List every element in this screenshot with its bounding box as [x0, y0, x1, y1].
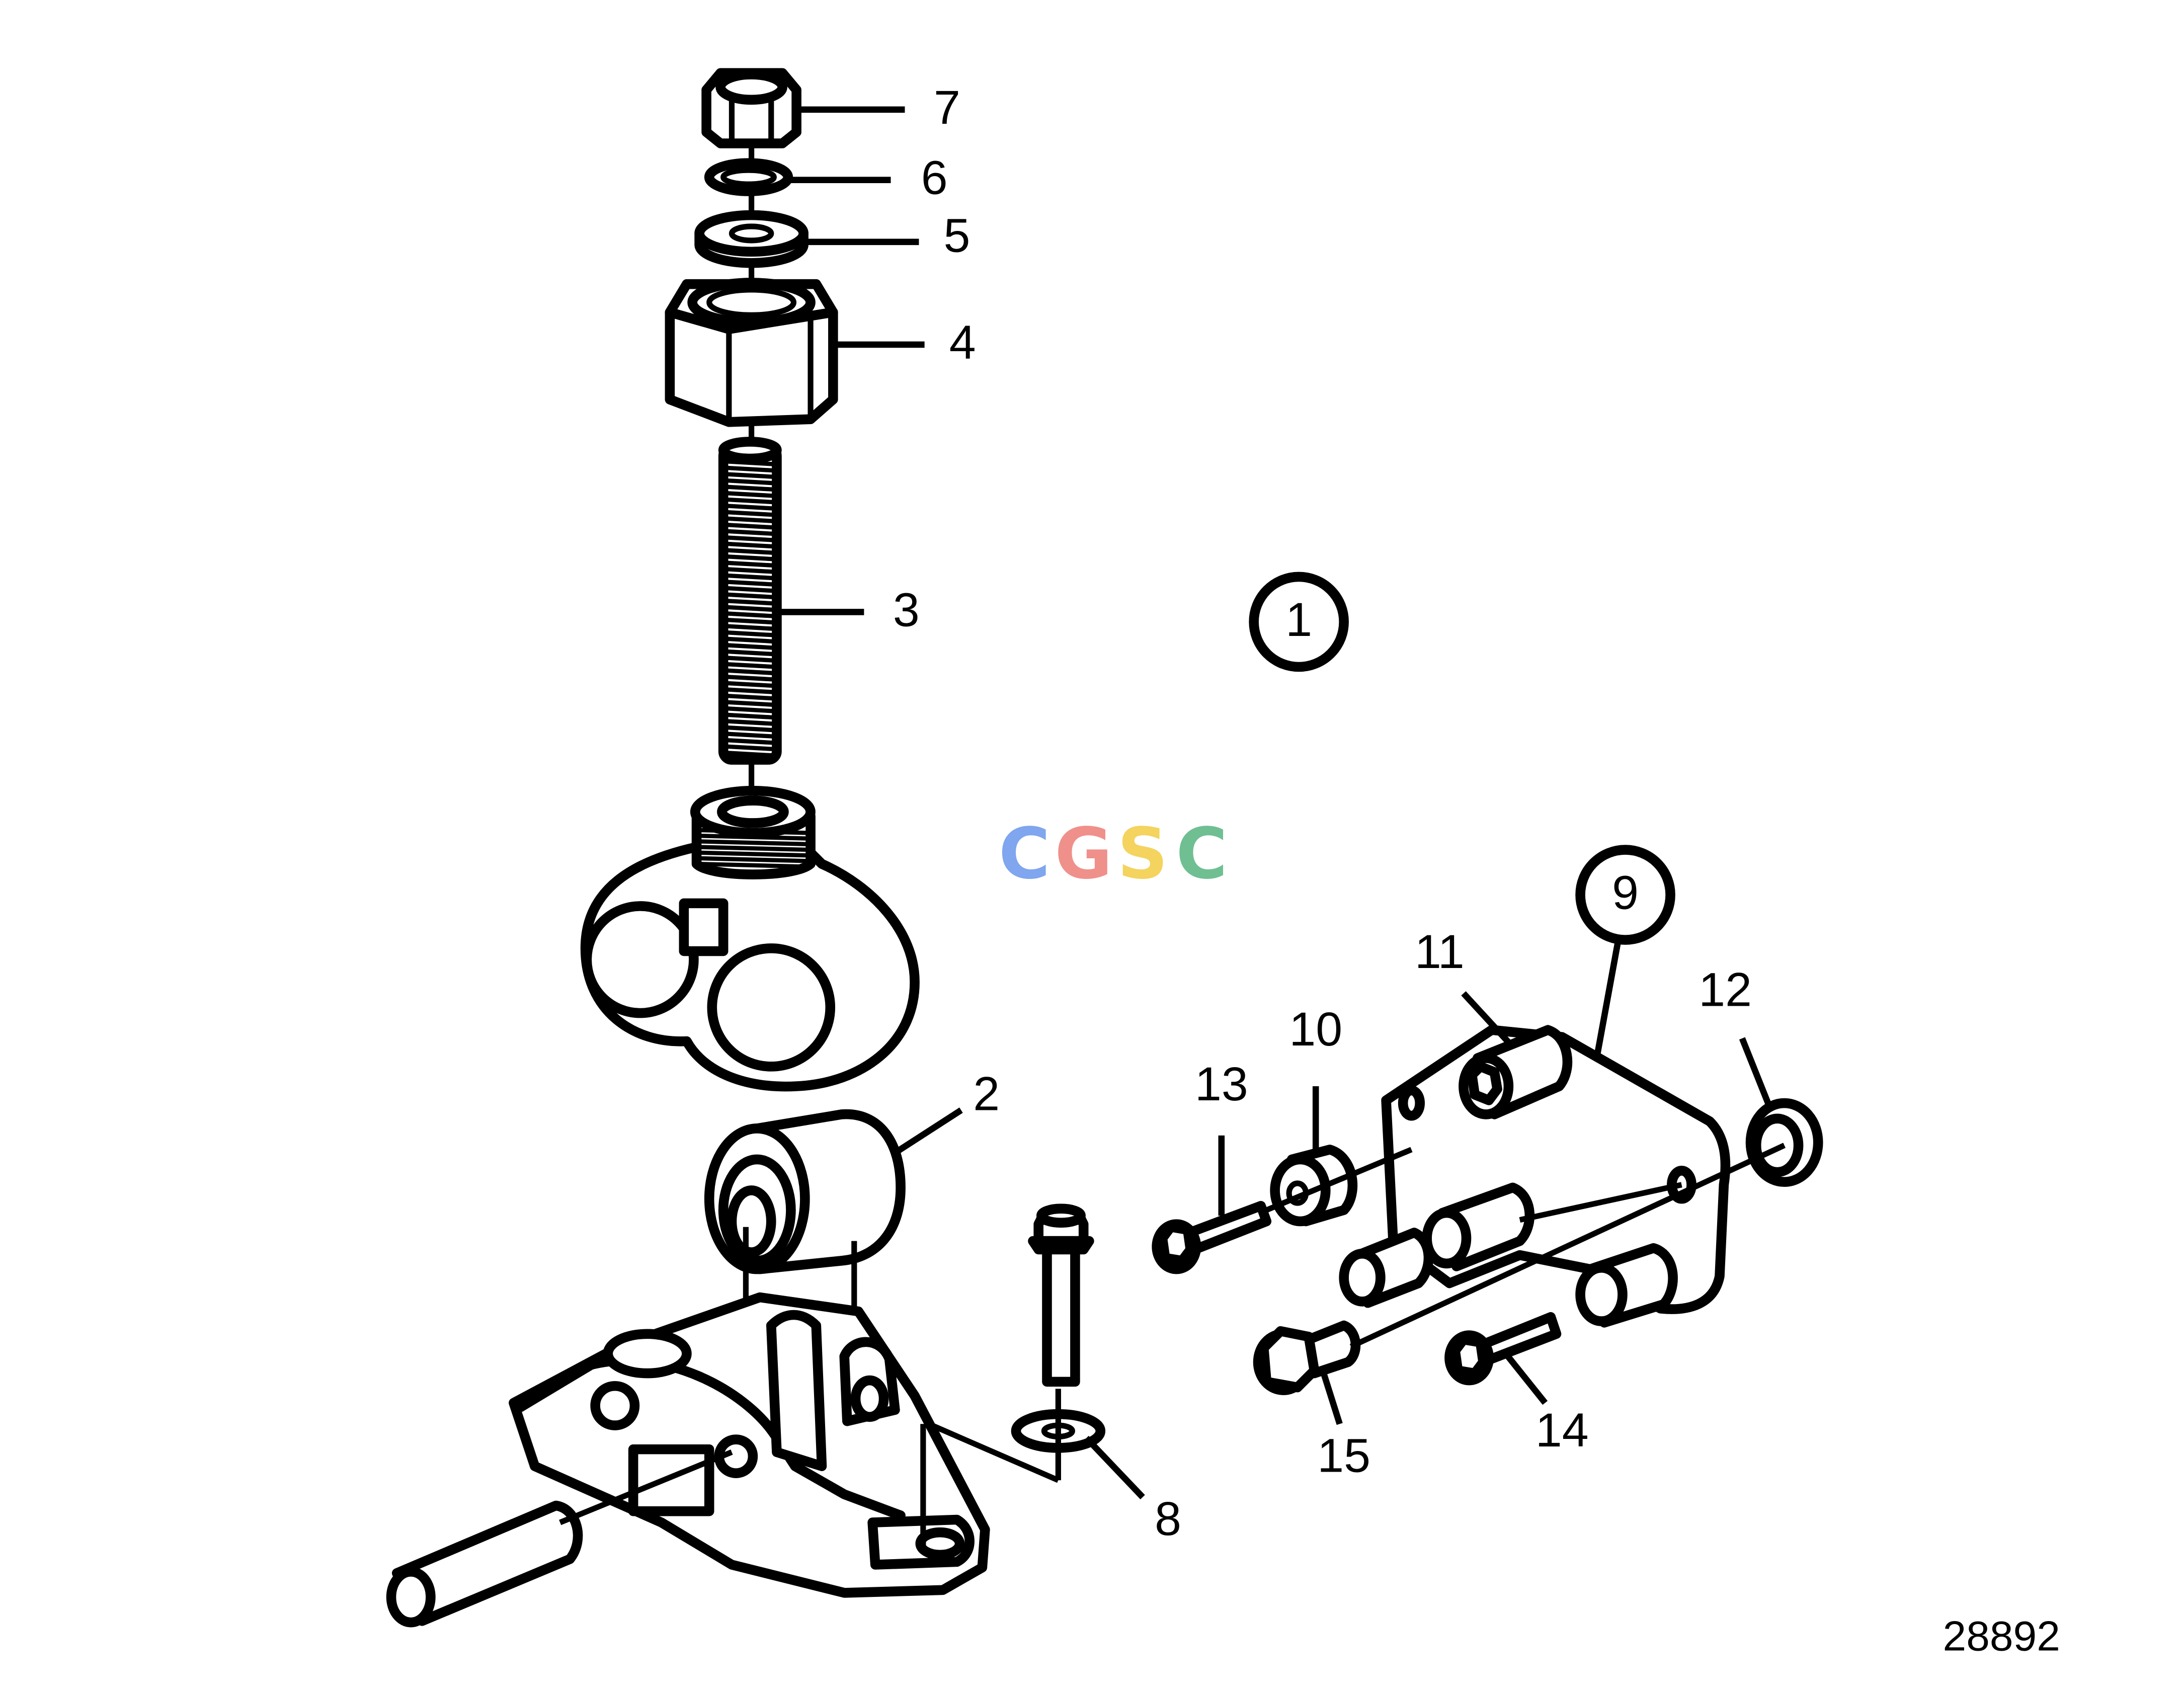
thread-line [724, 662, 776, 669]
watermark-letter: C [1176, 813, 1228, 895]
thread-line [724, 649, 776, 657]
thread-line [724, 605, 776, 612]
thread-line [724, 732, 776, 739]
thread-line [698, 856, 810, 863]
callout-12: 12 [1698, 963, 1752, 1017]
thread-line [724, 598, 776, 606]
flat-washer-5 [694, 210, 808, 268]
watermark-letter: G [1055, 813, 1112, 895]
thread-line [724, 744, 776, 752]
thread-line [724, 592, 776, 600]
thread-line [724, 693, 776, 701]
thread-line [724, 529, 776, 536]
thread-line [698, 861, 810, 869]
thread-line [698, 850, 810, 858]
callout-6: 6 [921, 151, 948, 205]
callout-10: 10 [1289, 1003, 1342, 1056]
callout-4: 4 [949, 316, 976, 369]
thread-line [724, 681, 776, 688]
thread-line [724, 472, 776, 479]
thread-line [724, 738, 776, 745]
thread-line [724, 586, 776, 593]
callout-13: 13 [1195, 1058, 1248, 1111]
bracket-sleeve-11 [1459, 1025, 1573, 1119]
thread-line [724, 700, 776, 707]
figure-number: 28892 [1943, 1612, 2060, 1659]
bolt-and-washer-8 [927, 1203, 1106, 1483]
thread-line [724, 706, 776, 713]
guide-line [1265, 1147, 1413, 1213]
callout-5: 5 [944, 209, 970, 262]
flange-screw-14 [1444, 1312, 1562, 1386]
callout-2: 2 [973, 1067, 1000, 1120]
thread-line [724, 674, 776, 682]
bracket-sleeve-lower [1339, 1182, 1678, 1328]
callout-9: 9 [1612, 866, 1639, 920]
guide-line [1519, 1182, 1682, 1223]
base-mount [509, 1292, 990, 1598]
thread-line [724, 459, 776, 466]
spring-washer-6 [704, 158, 793, 196]
thread-line [724, 630, 776, 637]
rubber-bushing-2 [704, 1109, 906, 1274]
callout-3: 3 [893, 583, 920, 636]
thread-line [724, 611, 776, 618]
thread-line [698, 833, 810, 841]
watermark-letter: C [999, 813, 1050, 895]
thread-line [724, 522, 776, 530]
callout-8: 8 [1155, 1492, 1181, 1546]
thread-line [724, 750, 776, 758]
thread-line [698, 839, 810, 847]
thread-line [724, 725, 776, 733]
thread-line [724, 687, 776, 695]
thread-line [724, 510, 776, 517]
thread-line [724, 718, 776, 726]
thread-line [724, 541, 776, 549]
thread-line [724, 636, 776, 644]
adjusting-nut-4 [665, 278, 838, 427]
thread-line [724, 624, 776, 631]
ring-spacer-12 [1745, 1098, 1823, 1187]
callout-circle-9 [1575, 845, 1675, 945]
callout-circle-1 [1249, 572, 1349, 672]
thread-line [724, 560, 776, 568]
thread-line [698, 828, 810, 835]
callout-14: 14 [1535, 1404, 1589, 1457]
watermark-letter: S [1117, 813, 1168, 895]
thread-line [698, 845, 810, 852]
leader-lines [776, 106, 1773, 1500]
shoulder-bolt-15 [1253, 1320, 1361, 1395]
thread-line [724, 580, 776, 587]
thread-line [724, 573, 776, 581]
thread-line [724, 642, 776, 650]
callout-15: 15 [1317, 1429, 1370, 1482]
thread-line [724, 668, 776, 676]
callout-11: 11 [1415, 925, 1465, 979]
flange-screw-13 [1152, 1200, 1272, 1274]
guide-line [1349, 1143, 1786, 1349]
thread-line [724, 535, 776, 542]
clamp-body-1 [580, 785, 920, 1092]
thread-line [724, 554, 776, 561]
thread-line [724, 504, 776, 511]
hex-nut-7 [701, 68, 801, 148]
pin [386, 1449, 733, 1628]
callout-1: 1 [1285, 593, 1312, 647]
thread-line [724, 656, 776, 663]
threaded-stud-3 [718, 437, 782, 765]
callout-7: 7 [934, 81, 960, 134]
thread-line [724, 516, 776, 524]
thread-line [724, 485, 776, 492]
thread-line [724, 548, 776, 555]
spacer-10 [1270, 1145, 1358, 1227]
thread-line [724, 497, 776, 505]
thread-line [724, 465, 776, 473]
thread-line [724, 712, 776, 720]
thread-line [724, 567, 776, 574]
thread-line [724, 617, 776, 625]
thread-line [724, 491, 776, 498]
thread-line [724, 478, 776, 486]
